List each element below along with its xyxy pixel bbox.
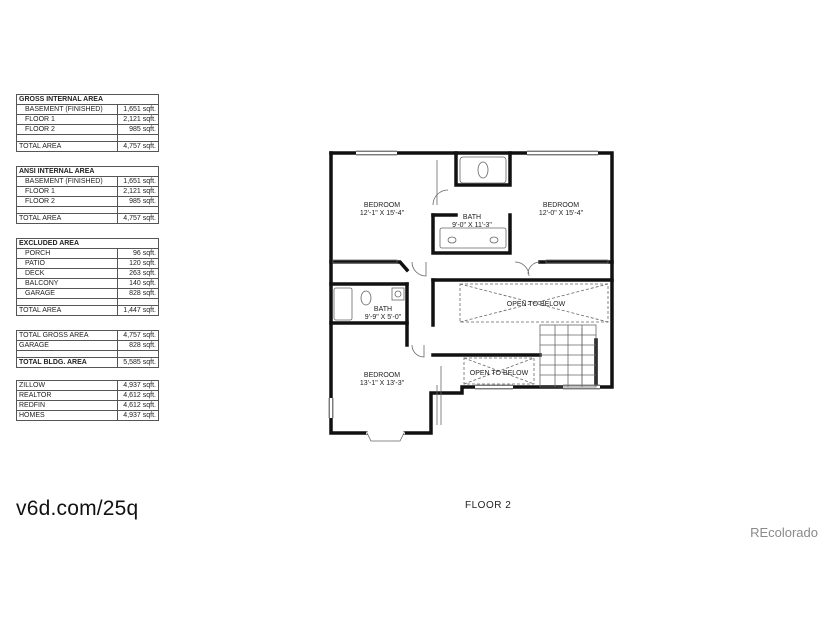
room-name-open-east: OPEN TO BELOW: [507, 301, 566, 308]
room-name-bath-west: BATH: [374, 306, 392, 313]
gross-internal-area-table: GROSS INTERNAL AREA BASEMENT (FINISHED)1…: [16, 94, 159, 152]
room-name-bedroom-nw: BEDROOM: [364, 202, 400, 209]
room-name-bath-center: BATH: [463, 214, 481, 221]
room-dims-bedroom-sw: 13'-1" X 13'-3": [360, 380, 405, 387]
exterior-wall: [329, 151, 614, 435]
ansi-internal-area-table: ANSI INTERNAL AREA BASEMENT (FINISHED)1,…: [16, 166, 159, 224]
room-dims-bedroom-nw: 12'-1" X 15'-4": [360, 210, 405, 217]
exterior-wall: [329, 151, 368, 435]
interior-wall: [329, 260, 410, 273]
interior-wall: [431, 213, 512, 255]
watermark: REcolorado: [750, 525, 818, 540]
tour-link[interactable]: v6d.com/25q: [16, 497, 139, 520]
room-dims-bedroom-ne: 12'-0" X 15'-4": [539, 210, 584, 217]
room-dims-bath-center: 9'-0" X 11'-3": [452, 222, 492, 229]
room-name-bedroom-ne: BEDROOM: [543, 202, 579, 209]
room-dims-bath-west: 9'-9" X 5'-0": [365, 314, 402, 321]
room-name-open-center: OPEN TO BELOW: [470, 370, 529, 377]
floor-label: FLOOR 2: [465, 500, 512, 511]
room-name-bedroom-sw: BEDROOM: [364, 372, 400, 379]
interior-wall: [454, 151, 512, 187]
